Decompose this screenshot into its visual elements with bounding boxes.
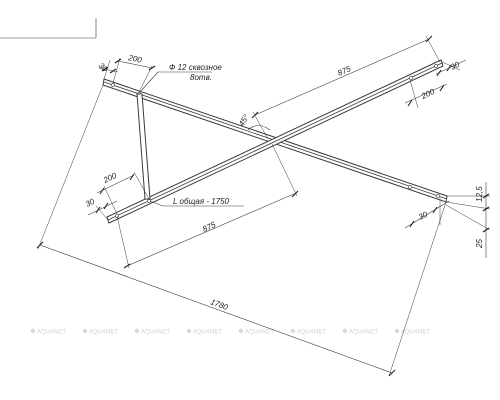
dim-200-top-right: 200 bbox=[404, 79, 448, 109]
dim-label: 200 bbox=[419, 87, 436, 101]
hole bbox=[434, 64, 438, 68]
vertical-strut bbox=[136, 93, 151, 200]
dim-label: 30 bbox=[449, 60, 461, 72]
dim-1780: 1780 bbox=[36, 84, 447, 377]
bar-b bbox=[106, 59, 444, 224]
dim-angle: 45° bbox=[237, 112, 271, 131]
dim-label: 25 bbox=[475, 239, 484, 249]
watermark-text: AQUANET bbox=[297, 330, 326, 336]
watermark-logo-icon bbox=[394, 328, 400, 334]
title-block-corner bbox=[0, 18, 97, 39]
watermark-text: AQUANET bbox=[193, 330, 222, 336]
watermark-text: AQUANET bbox=[37, 330, 66, 336]
watermark-text: AQUANET bbox=[89, 330, 118, 336]
hole-note-line1: Ф 12 сквозное bbox=[169, 63, 222, 72]
hole bbox=[409, 76, 413, 80]
hole bbox=[436, 194, 440, 198]
watermark-text: AQUANET bbox=[245, 330, 274, 336]
hole-note: Ф 12 сквозное 8отв. bbox=[139, 63, 222, 93]
watermark-logo-icon bbox=[342, 328, 348, 334]
hole bbox=[408, 185, 412, 189]
dim-label: 30 bbox=[97, 61, 110, 74]
watermark-row: AQUANET AQUANET AQUANET AQUANET AQUANET AQUAN… bbox=[30, 328, 430, 336]
angle-label: 45° bbox=[237, 112, 251, 128]
dim-label: 12,5 bbox=[475, 186, 484, 202]
watermark-logo-icon bbox=[290, 328, 296, 334]
dim-30-bottom-left: 30 bbox=[84, 197, 118, 221]
watermark-logo-icon bbox=[134, 328, 140, 334]
dim-875-top: 875 bbox=[251, 35, 441, 140]
dim-label: 875 bbox=[201, 220, 217, 234]
dim-label: 200 bbox=[101, 171, 118, 185]
watermark-logo-icon bbox=[238, 328, 244, 334]
dim-200-top-left: 200 bbox=[112, 53, 156, 93]
watermark-text: AQUANET bbox=[141, 330, 170, 336]
watermark-logo-icon bbox=[30, 328, 36, 334]
dim-label: 875 bbox=[336, 64, 352, 78]
length-note-text: L общая - 1750 bbox=[173, 197, 230, 206]
dim-label: 30 bbox=[417, 210, 429, 222]
watermark-text: AQUANET bbox=[349, 330, 378, 336]
dim-label: 30 bbox=[84, 197, 96, 209]
watermark-logo-icon bbox=[82, 328, 88, 334]
hole-note-line2: 8отв. bbox=[190, 73, 212, 82]
dim-30-top-right: 30 bbox=[435, 60, 467, 77]
length-note: L общая - 1750 bbox=[149, 197, 244, 207]
dim-label: 200 bbox=[127, 53, 143, 65]
watermark-text: AQUANET bbox=[401, 330, 430, 336]
watermark-logo-icon bbox=[186, 328, 192, 334]
dim-profile: 12,5 25 bbox=[445, 182, 491, 258]
hole bbox=[111, 83, 115, 87]
